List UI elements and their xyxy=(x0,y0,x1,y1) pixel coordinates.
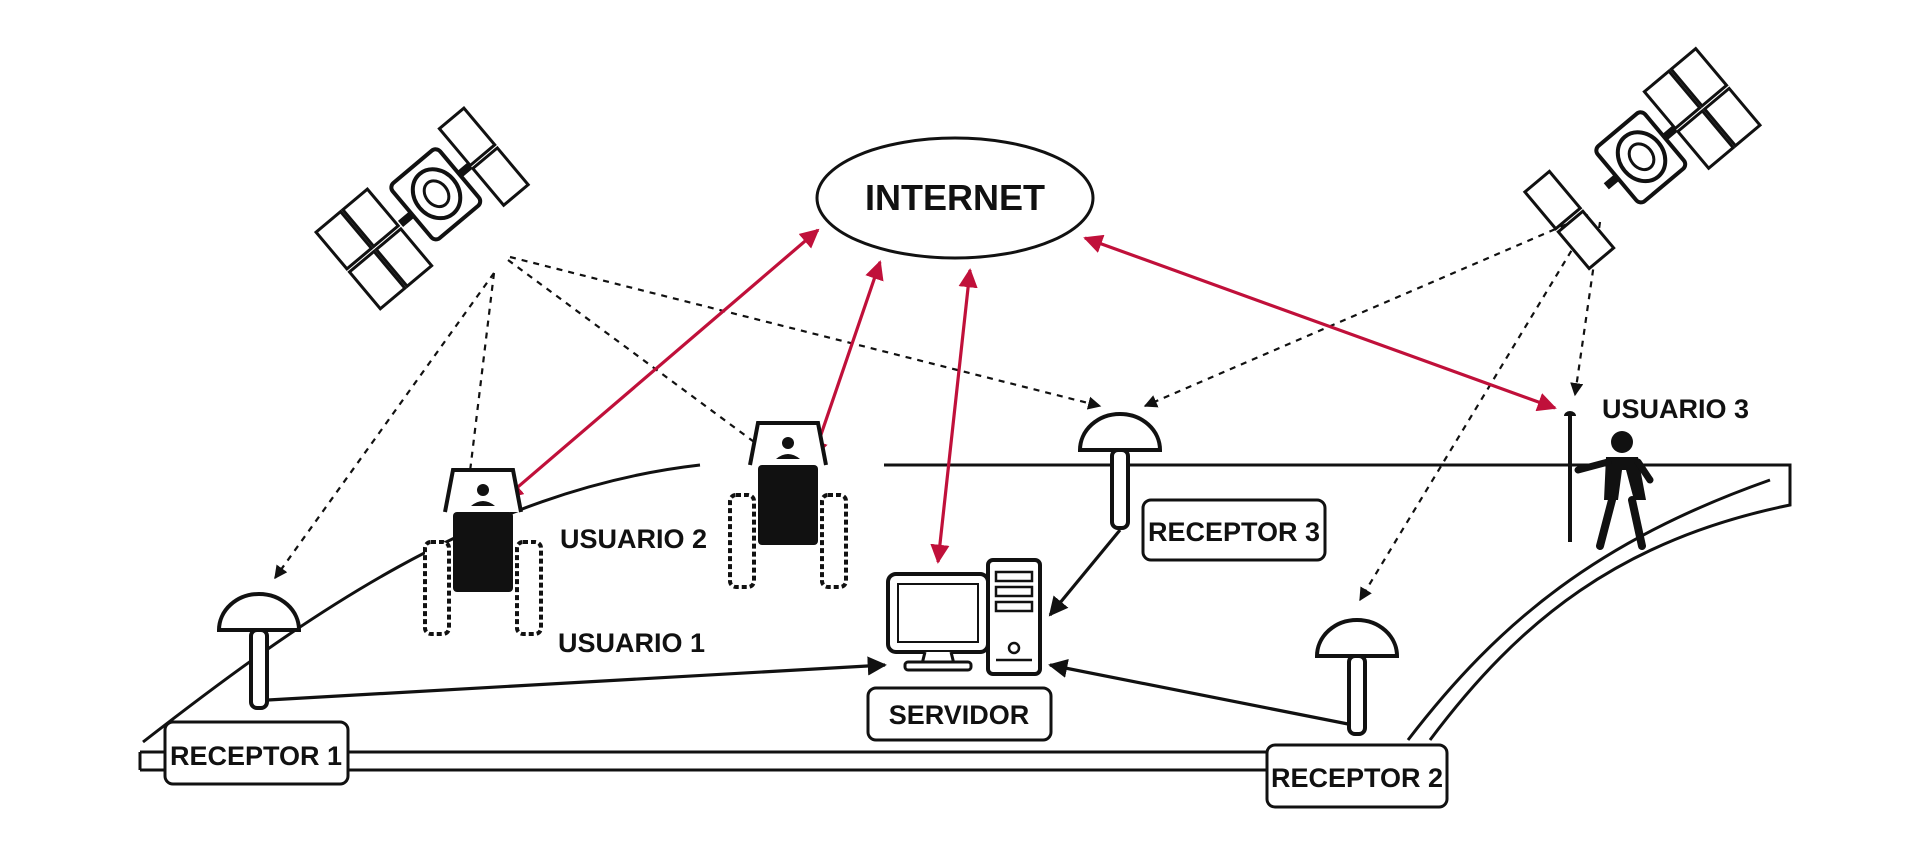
receptor2-label: RECEPTOR 2 xyxy=(1271,763,1443,793)
antenna-dome-icon xyxy=(216,592,302,710)
servidor-label: SERVIDOR xyxy=(889,700,1030,730)
receptor3-box: RECEPTOR 3 xyxy=(1141,498,1327,562)
receptor2-box: RECEPTOR 2 xyxy=(1265,743,1449,809)
internet-node: INTERNET xyxy=(815,136,1095,260)
receptor-server-links xyxy=(267,528,1349,726)
satellite-icon xyxy=(313,105,531,311)
tractor-icon xyxy=(728,421,848,589)
internet-links xyxy=(503,228,1557,564)
computer-icon xyxy=(886,558,1042,676)
person-icon xyxy=(1574,431,1654,550)
servidor-box: SERVIDOR xyxy=(866,686,1053,742)
tractor-icon xyxy=(423,468,543,636)
satellite-icon xyxy=(1522,46,1763,271)
internet-label: INTERNET xyxy=(865,177,1045,218)
usuario1-label: USUARIO 1 xyxy=(558,628,705,658)
receptor1-label: RECEPTOR 1 xyxy=(170,741,342,771)
gnss-rover-pole-icon xyxy=(1564,411,1576,542)
antenna-dome-icon xyxy=(1314,618,1400,736)
receptor3-label: RECEPTOR 3 xyxy=(1148,517,1320,547)
antenna-dome-icon xyxy=(1077,412,1163,530)
usuario3-label: USUARIO 3 xyxy=(1602,394,1749,424)
usuario2-label: USUARIO 2 xyxy=(560,524,707,554)
receptor1-box: RECEPTOR 1 xyxy=(163,720,350,786)
